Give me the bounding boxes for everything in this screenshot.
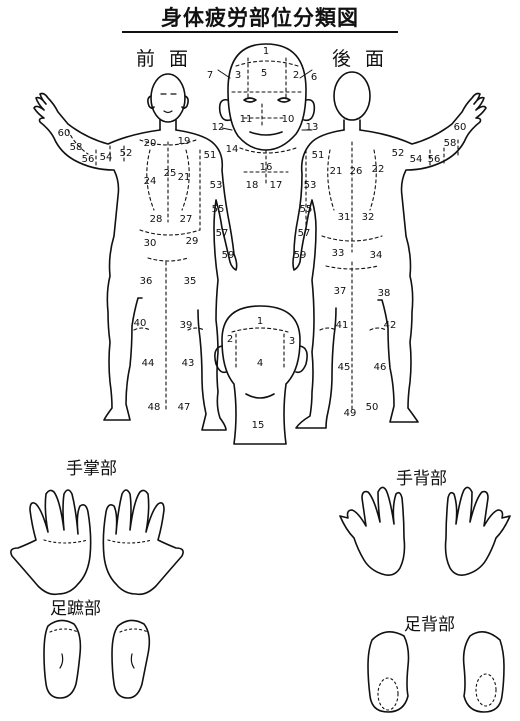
region-number-back-body: 52 xyxy=(392,148,405,159)
region-number-front-body: 19 xyxy=(178,136,191,147)
region-number-front-body: 59 xyxy=(222,250,235,261)
region-number-face: 1 xyxy=(263,46,269,57)
region-number-face: 17 xyxy=(270,180,283,191)
region-number-front-body: 39 xyxy=(180,320,193,331)
region-number-back-body: 42 xyxy=(384,320,397,331)
back-head xyxy=(334,72,370,120)
region-number-face: 10 xyxy=(282,114,295,125)
region-number-front-body: 30 xyxy=(144,238,157,249)
region-number-back-body: 21 xyxy=(330,166,343,177)
hand-back-right xyxy=(446,487,511,575)
region-number-back-body: 56 xyxy=(428,154,441,165)
region-number-back-body: 22 xyxy=(372,164,385,175)
region-number-head-back: 3 xyxy=(289,336,295,347)
region-number-back-body: 26 xyxy=(350,166,363,177)
region-number-back-body: 32 xyxy=(362,212,375,223)
region-number-face: 13 xyxy=(306,122,319,133)
region-number-face: 6 xyxy=(311,72,317,83)
region-number-front-body: 35 xyxy=(184,276,197,287)
region-number-face: 18 xyxy=(246,180,259,191)
region-number-front-body: 44 xyxy=(142,358,155,369)
region-number-front-body: 54 xyxy=(100,152,113,163)
region-number-back-body: 37 xyxy=(334,286,347,297)
region-number-front-body: 58 xyxy=(70,142,83,153)
hand-back-left xyxy=(340,487,405,575)
soles xyxy=(44,620,149,698)
region-number-head-back: 15 xyxy=(252,420,265,431)
region-number-back-body: 58 xyxy=(444,138,457,149)
region-number-front-body: 53 xyxy=(210,180,223,191)
foot-back-right xyxy=(464,632,504,712)
region-number-front-body: 36 xyxy=(140,276,153,287)
region-number-back-body: 54 xyxy=(410,154,423,165)
region-number-back-body: 53 xyxy=(304,180,317,191)
region-number-front-body: 51 xyxy=(204,150,217,161)
region-number-front-body: 56 xyxy=(82,154,95,165)
region-number-back-body: 55 xyxy=(300,204,313,215)
region-number-face: 11 xyxy=(240,114,253,125)
region-number-front-body: 27 xyxy=(180,214,193,225)
region-number-front-body: 43 xyxy=(182,358,195,369)
face-ears xyxy=(220,100,315,121)
region-number-back-body: 60 xyxy=(454,122,467,133)
region-number-back-body: 57 xyxy=(298,228,311,239)
region-number-front-body: 28 xyxy=(150,214,163,225)
region-number-face: 12 xyxy=(212,122,225,133)
front-outline-left xyxy=(34,94,160,421)
region-number-front-body: 40 xyxy=(134,318,147,329)
region-number-back-body: 46 xyxy=(374,362,387,373)
region-number-back-body: 59 xyxy=(294,250,307,261)
palms xyxy=(11,490,183,594)
region-number-front-body: 20 xyxy=(144,138,157,149)
region-number-head-back: 1 xyxy=(257,316,263,327)
region-number-face: 16 xyxy=(260,162,273,173)
region-number-back-body: 51 xyxy=(312,150,325,161)
region-number-face: 14 xyxy=(226,144,239,155)
region-number-front-body: 52 xyxy=(120,148,133,159)
region-number-front-body: 24 xyxy=(144,176,157,187)
region-number-back-body: 50 xyxy=(366,402,379,413)
region-number-front-body: 60 xyxy=(58,128,71,139)
region-number-back-body: 49 xyxy=(344,408,357,419)
foot-backs xyxy=(368,632,504,712)
region-number-back-body: 34 xyxy=(370,250,383,261)
sole-right xyxy=(112,620,149,698)
region-number-face: 3 xyxy=(235,70,241,81)
region-number-back-body: 45 xyxy=(338,362,351,373)
region-number-head-back: 4 xyxy=(257,358,263,369)
face-eyes xyxy=(244,98,290,102)
hand-backs xyxy=(340,487,510,575)
face-outline xyxy=(228,44,306,150)
region-number-back-body: 38 xyxy=(378,288,391,299)
front-head xyxy=(151,74,185,122)
region-number-front-body: 25 xyxy=(164,168,177,179)
region-number-front-body: 55 xyxy=(212,204,225,215)
region-number-back-body: 31 xyxy=(338,212,351,223)
region-number-back-body: 33 xyxy=(332,248,345,259)
region-number-face: 5 xyxy=(261,68,267,79)
region-number-front-body: 47 xyxy=(178,402,191,413)
region-number-back-body: 41 xyxy=(336,320,349,331)
foot-back-left xyxy=(368,632,409,712)
face-mouth xyxy=(250,132,282,135)
region-number-face: 2 xyxy=(293,70,299,81)
region-number-front-body: 57 xyxy=(216,228,229,239)
region-number-face: 7 xyxy=(207,70,213,81)
region-number-front-body: 21 xyxy=(178,172,191,183)
region-number-front-body: 48 xyxy=(148,402,161,413)
region-number-head-back: 2 xyxy=(227,334,233,345)
region-number-front-body: 29 xyxy=(186,236,199,247)
